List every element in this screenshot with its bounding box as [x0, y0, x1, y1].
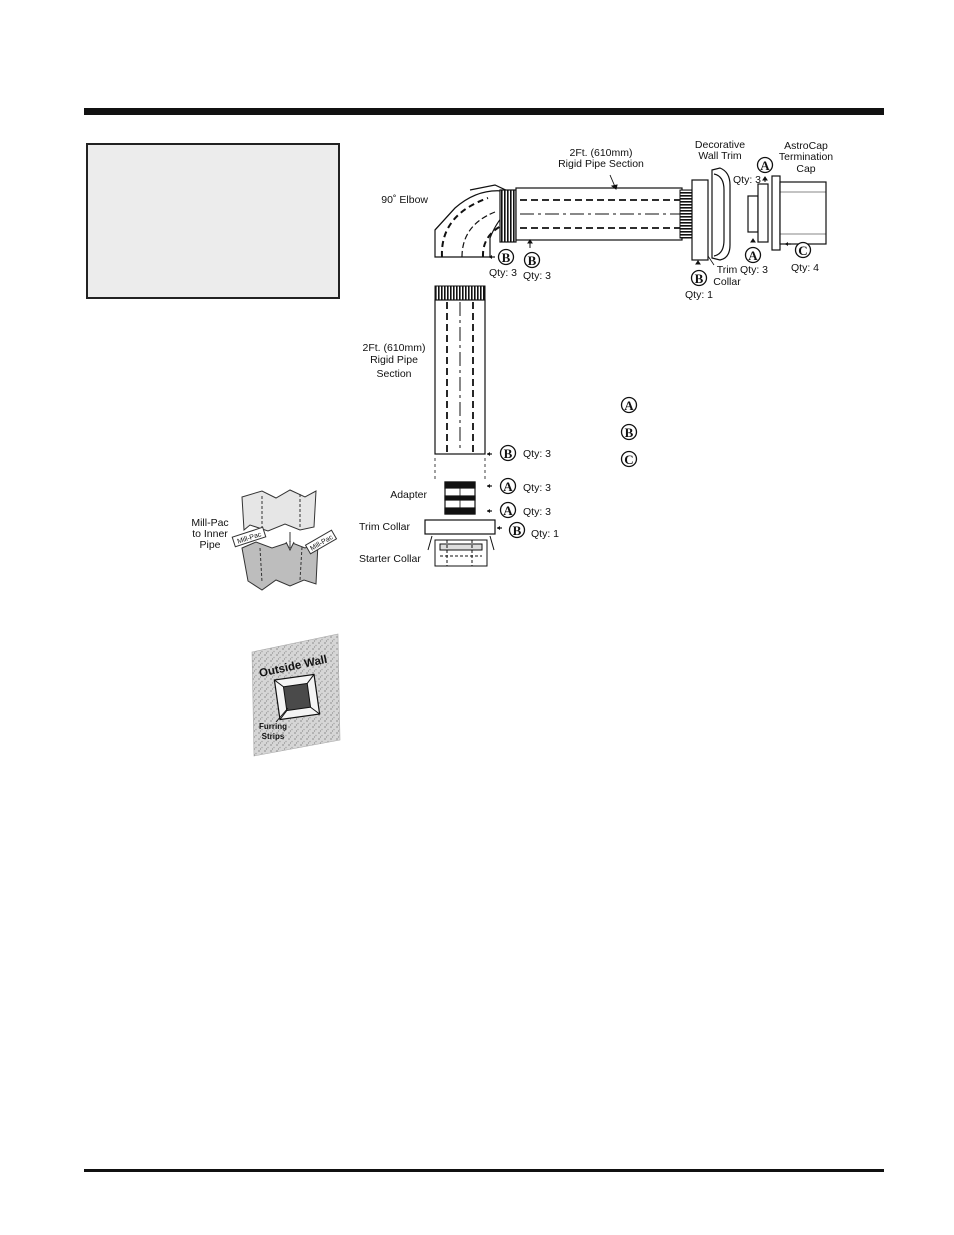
adapter-label: Adapter — [390, 489, 427, 501]
pipe-v-label-2: Rigid Pipe — [370, 354, 418, 366]
trim-collar-v-label: Trim Collar — [359, 521, 410, 533]
svg-text:B: B — [695, 271, 704, 286]
qty-adapter-a2: Qty: 3 — [523, 506, 551, 518]
millpac-label-2: to Inner — [192, 528, 228, 540]
fastener-a-collar: A — [756, 156, 774, 182]
svg-text:A: A — [760, 158, 770, 173]
svg-text:B: B — [513, 523, 522, 538]
fastener-c-cap: C — [785, 241, 812, 259]
elbow-label: 90˚ Elbow — [381, 194, 428, 206]
millpac-tube-right: Mill-Pac — [304, 529, 338, 555]
svg-text:B: B — [504, 446, 513, 461]
header-rule — [84, 108, 884, 115]
trim-collar-h-label-1: Trim — [717, 264, 738, 276]
footer-rule — [84, 1169, 884, 1172]
millpac-label-1: Mill-Pac — [191, 517, 228, 529]
svg-text:A: A — [503, 479, 513, 494]
svg-text:B: B — [625, 425, 634, 440]
legend-a: A — [620, 396, 638, 414]
fastener-b-trim-v: B — [497, 521, 526, 539]
qty-adapter-a1: Qty: 3 — [523, 482, 551, 494]
pipe-v-label-3: Section — [376, 368, 411, 380]
horizontal-pipe — [515, 174, 693, 241]
fastener-a-adapter-2: A — [487, 501, 517, 519]
svg-text:C: C — [798, 243, 807, 258]
astrocap-label-3: Cap — [796, 163, 815, 175]
decorative-wall-trim — [711, 167, 731, 261]
svg-text:B: B — [502, 250, 511, 265]
fastener-b-vpipe: B — [487, 444, 517, 462]
svg-text:C: C — [624, 452, 633, 467]
fastener-b-trim: B — [690, 260, 708, 287]
qty-trim-b: Qty: 1 — [685, 289, 713, 301]
note-box — [86, 143, 340, 299]
qty-pipe-b: Qty: 3 — [523, 270, 551, 282]
pipe-v-label-1: 2Ft. (610mm) — [362, 342, 425, 354]
qty-trim-v-b: Qty: 1 — [531, 528, 559, 540]
qty-vpipe-b: Qty: 3 — [523, 448, 551, 460]
fastener-b-pipe: B — [523, 239, 541, 269]
millpac-label-3: Pipe — [199, 539, 220, 551]
furring-label-1: Furring — [259, 722, 287, 731]
furring-label-2: Strips — [262, 732, 285, 741]
wall-trim-label-1: Decorative — [695, 139, 745, 151]
astrocap-label-2: Termination — [779, 151, 833, 163]
fastener-a-wall: A — [744, 238, 762, 264]
svg-text:A: A — [748, 248, 758, 263]
legend-c: C — [620, 450, 638, 468]
starter-collar-label: Starter Collar — [359, 553, 421, 565]
svg-text:A: A — [503, 503, 513, 518]
astrocap-termination-cap — [747, 175, 827, 251]
millpac-illustration: Mill-Pac Mill-Pac — [231, 489, 338, 591]
astrocap-label-1: AstroCap — [784, 140, 828, 152]
legend-b: B — [620, 423, 638, 441]
trim-collar-vertical — [424, 519, 496, 535]
svg-text:B: B — [528, 253, 537, 268]
svg-text:A: A — [624, 398, 634, 413]
trim-collar-h-label-2: Collar — [713, 276, 741, 288]
trim-collar-horizontal — [691, 179, 709, 261]
adapter — [444, 481, 476, 515]
starter-collar — [427, 535, 495, 567]
fastener-b-elbow: B — [489, 248, 515, 266]
vertical-pipe — [434, 285, 486, 480]
elbow-90 — [434, 184, 517, 258]
wall-trim-label-2: Wall Trim — [698, 150, 742, 162]
qty-elbow-b: Qty: 3 — [489, 267, 517, 279]
pipe-h-label-2: Rigid Pipe Section — [558, 158, 644, 170]
fastener-a-adapter-1: A — [487, 477, 517, 495]
pipe-h-label-1: 2Ft. (610mm) — [569, 147, 632, 159]
outside-wall-illustration — [251, 633, 341, 757]
qty-wall-a: Qty: 3 — [740, 264, 768, 276]
qty-collar-a: Qty: 3 — [733, 174, 761, 186]
qty-cap-c: Qty: 4 — [791, 262, 819, 274]
